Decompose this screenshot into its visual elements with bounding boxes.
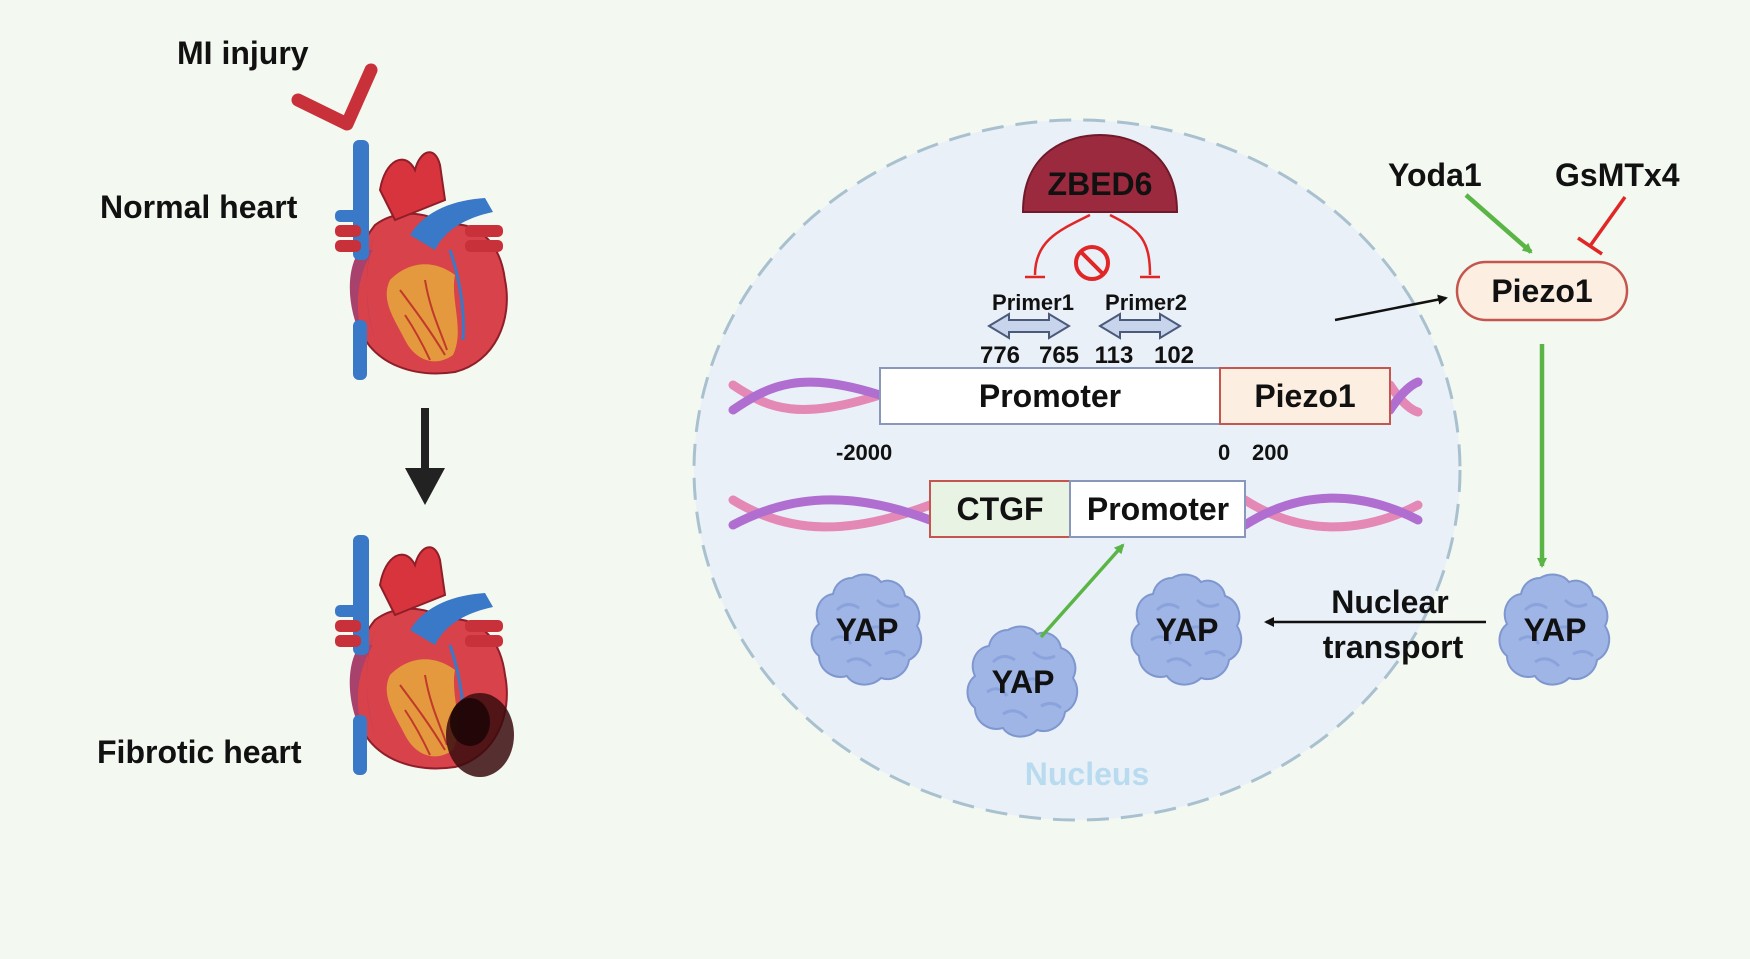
piezo1-promoter-label: Promoter (979, 378, 1121, 414)
piezo1-channel: Piezo1 (1455, 260, 1629, 322)
piezo1-gene-label: Piezo1 (1254, 378, 1355, 414)
primer1-position-1: 776 (980, 342, 1020, 369)
no-binding-icon (1074, 245, 1110, 281)
zbed6-label: ZBED6 (1048, 166, 1153, 202)
primer2: Primer2 113 102 (1095, 290, 1194, 369)
transport-label-line2: transport (1323, 629, 1464, 665)
injury-checkmark-icon (291, 63, 378, 131)
ctgf-gene-label: CTGF (956, 491, 1043, 527)
piezo1-promoter-box: Promoter (879, 367, 1221, 425)
nuclear-yap-3-label: YAP (1156, 612, 1219, 648)
primer2-arrow-icon (1098, 312, 1182, 340)
ctgf-promoter-box: Promoter (1069, 480, 1246, 538)
gene-to-channel-arrow (1334, 294, 1448, 322)
nuclear-yap-1-label: YAP (836, 612, 899, 648)
primer1-arrow-icon (987, 312, 1071, 340)
transport-label-line1: Nuclear (1331, 584, 1448, 620)
coord-start: -2000 (836, 440, 892, 465)
primer1-label: Primer1 (992, 290, 1074, 315)
ctgf-gene-box: CTGF (929, 480, 1071, 538)
primer1: Primer1 776 765 (980, 290, 1079, 369)
progression-arrow-icon (405, 408, 445, 505)
nucleus: Nucleus (692, 118, 1462, 822)
primer2-position-2: 102 (1154, 342, 1194, 369)
normal-heart-icon (335, 138, 509, 382)
coord-zero: 0 (1218, 440, 1230, 465)
gsmtx4-inhibition-line (1577, 195, 1627, 256)
yap-to-ctgf-arrow (1039, 543, 1125, 639)
yoda1-label: Yoda1 (1388, 157, 1482, 193)
dna-strand-piezo1 (728, 377, 1423, 417)
nuclear-yap-3: YAP (1130, 573, 1243, 687)
dna-strand-ctgf (728, 493, 1423, 532)
piezo1-channel-label: Piezo1 (1491, 273, 1592, 309)
primer2-position-1: 113 (1095, 342, 1134, 369)
primer2-label: Primer2 (1105, 290, 1187, 315)
primer1-position-2: 765 (1039, 342, 1079, 369)
coord-end: 200 (1252, 440, 1289, 465)
fibrotic-heart-label: Fibrotic heart (97, 734, 302, 770)
nuclear-yap-1: YAP (810, 573, 923, 687)
zbed6-protein: ZBED6 (1021, 133, 1179, 213)
normal-heart-label: Normal heart (100, 189, 298, 225)
nucleus-label: Nucleus (1025, 756, 1149, 792)
left-panel: MI injury Normal heart Fibrotic heart (97, 35, 514, 777)
ctgf-promoter-label: Promoter (1087, 491, 1229, 527)
gsmtx4-label: GsMTx4 (1555, 157, 1680, 193)
cytoplasmic-yap-label: YAP (1524, 612, 1587, 648)
piezo1-gene-box: Piezo1 (1219, 367, 1391, 425)
cytoplasmic-yap: YAP (1498, 573, 1611, 687)
mi-injury-label: MI injury (177, 35, 309, 71)
nuclear-yap-2: YAP (966, 625, 1079, 739)
zbed6-inhibition-lines (1025, 213, 1160, 279)
nuclear-yap-2-label: YAP (992, 664, 1055, 700)
fibrotic-heart-icon (335, 533, 514, 777)
yoda1-activation-arrow (1464, 193, 1533, 254)
